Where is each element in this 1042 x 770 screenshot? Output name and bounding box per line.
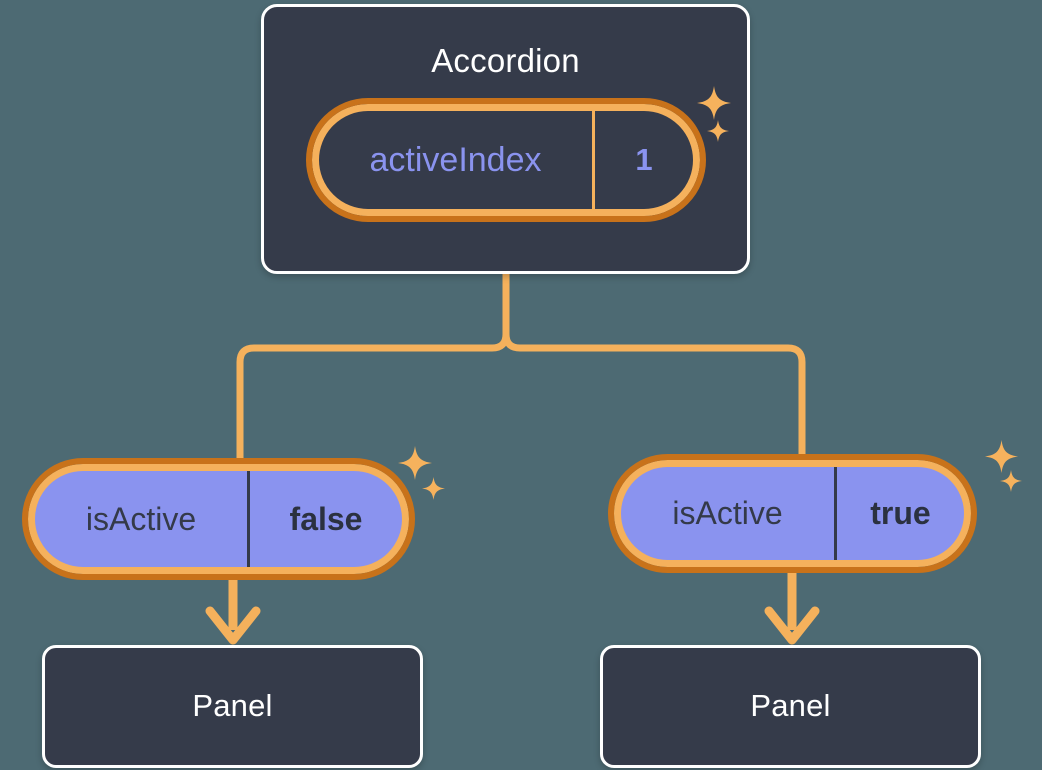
- connector-accordion-to-items: [236, 274, 510, 468]
- connector-accordion-to-items-right: [502, 333, 806, 468]
- sparkle-left-pill-icon: [398, 446, 432, 480]
- state-pill-active-index-key: activeIndex: [319, 111, 595, 209]
- sparkle-left-pill-small-icon: [422, 477, 445, 500]
- state-pill-is-active-left-value: false: [289, 500, 363, 537]
- state-pill-active-index-value: 1: [635, 142, 653, 177]
- panel-right-box[interactable]: Panel: [600, 645, 981, 768]
- accordion-title: Accordion: [431, 42, 580, 79]
- state-pill-is-active-left[interactable]: isActive false: [22, 458, 415, 580]
- panel-right-title: Panel: [750, 688, 831, 723]
- state-pill-is-active-left-key: isActive: [35, 471, 250, 567]
- panel-left-box[interactable]: Panel: [42, 645, 423, 768]
- state-pill-is-active-right[interactable]: isActive true: [608, 454, 977, 573]
- connector-right-item-to-panel: [764, 567, 820, 645]
- sparkle-right-pill-small-icon: [1000, 470, 1022, 492]
- panel-left-title: Panel: [192, 688, 273, 723]
- state-pill-is-active-right-key: isActive: [621, 467, 837, 560]
- sparkle-right-pill-icon: [985, 440, 1018, 473]
- connector-left-item-to-panel: [205, 574, 261, 645]
- state-pill-active-index[interactable]: activeIndex 1: [306, 98, 706, 222]
- state-pill-is-active-right-value: true: [870, 495, 931, 531]
